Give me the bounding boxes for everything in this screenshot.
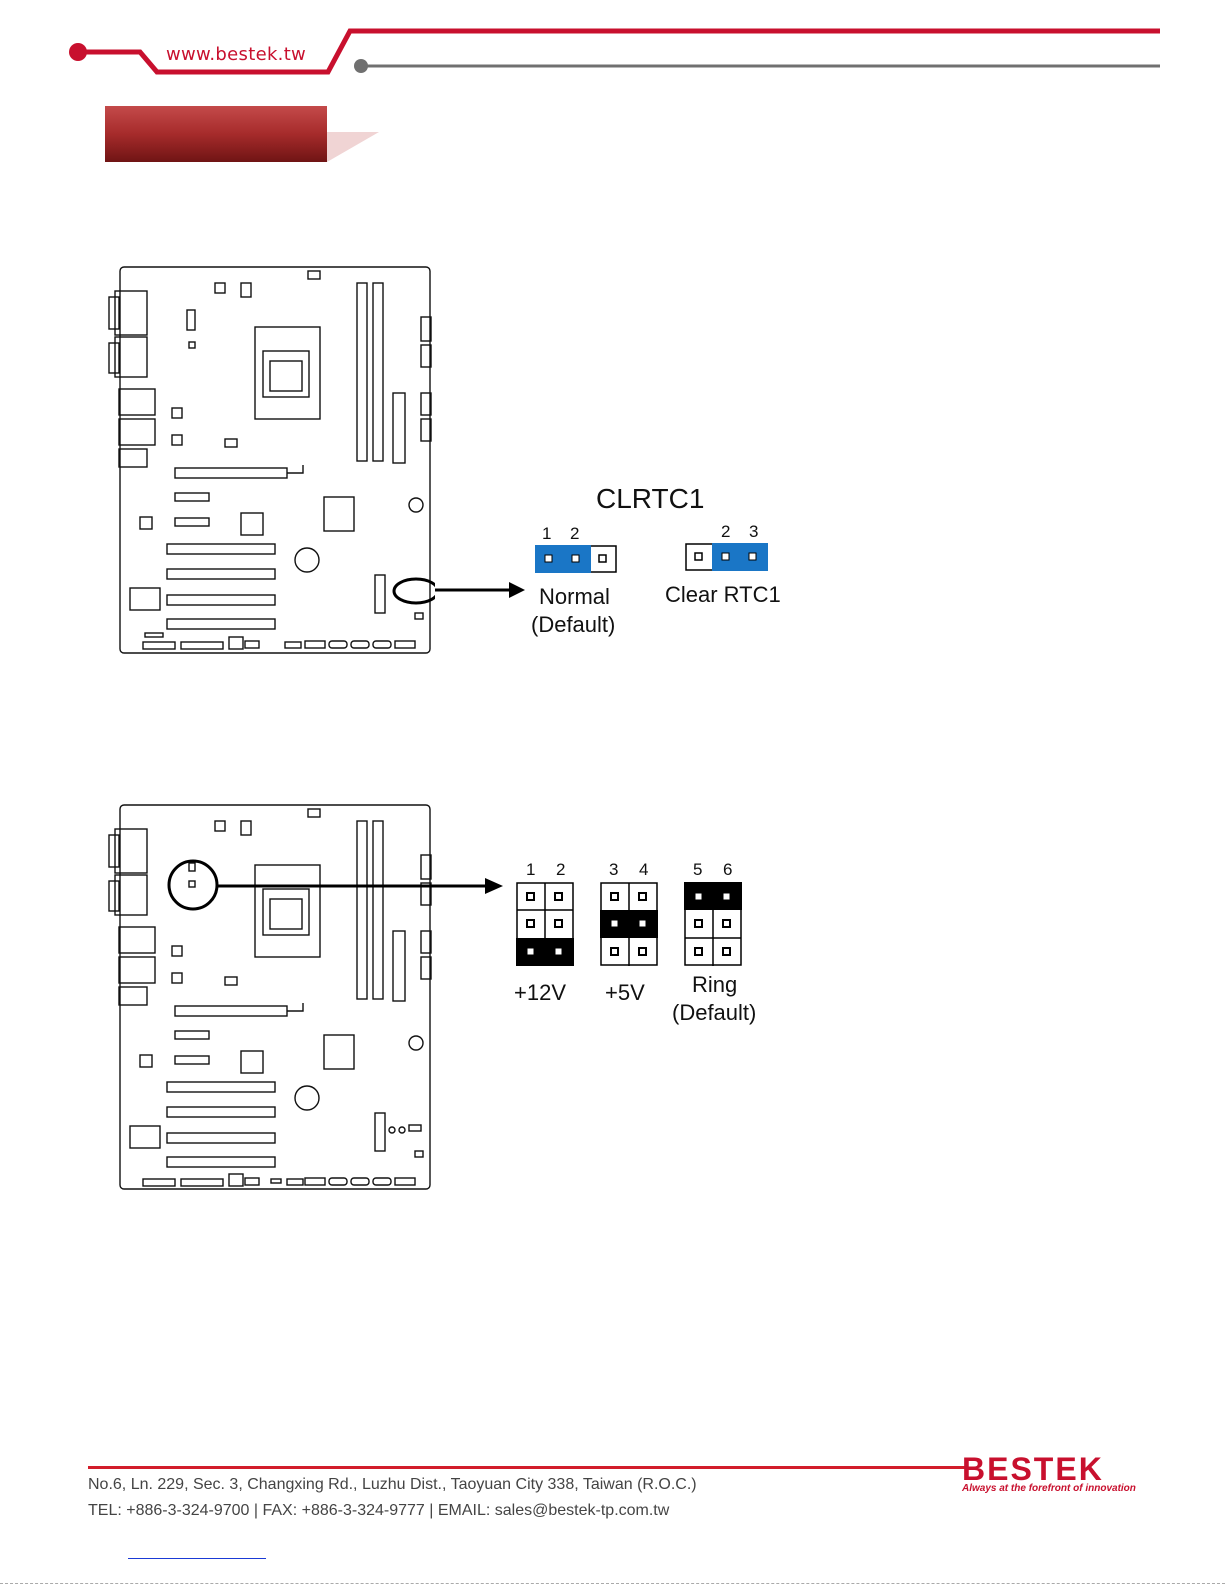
motherboard-diagram-com	[105, 803, 435, 1195]
com-arrow	[217, 874, 505, 898]
clrtc-normal-label: Normal	[539, 584, 610, 610]
header-red-dot-icon	[69, 43, 87, 61]
bestek-logo-icon: BESTEK	[962, 1452, 1140, 1482]
page-bottom-dashed-line	[0, 1583, 1225, 1584]
com-pin-1: 1	[526, 860, 535, 880]
com-option-12v-label: +12V	[514, 980, 566, 1006]
footer-address: No.6, Ln. 229, Sec. 3, Changxing Rd., Lu…	[88, 1476, 697, 1494]
clrtc-clear-label: Clear RTC1	[665, 582, 781, 608]
clrtc-title: CLRTC1	[596, 483, 704, 515]
logo-tagline: Always at the forefront of innovation	[962, 1483, 1136, 1494]
clrtc-normal-default-label: (Default)	[531, 612, 615, 638]
clrtc-clear-pin-3: 3	[749, 522, 758, 542]
com-jumper-ring	[684, 882, 744, 968]
clrtc-normal-jumper	[535, 545, 619, 575]
clrtc-arrow	[435, 578, 527, 602]
com-pin-3: 3	[609, 860, 618, 880]
clrtc-clear-jumper	[685, 543, 769, 573]
com-pin-2: 2	[556, 860, 565, 880]
section-title-bar	[105, 106, 327, 162]
clrtc-highlight-circle	[394, 579, 435, 603]
bottom-link-underline	[128, 1558, 266, 1559]
com-option-5v-label: +5V	[605, 980, 645, 1006]
site-url[interactable]: www.bestek.tw	[166, 44, 306, 65]
com-pin-4: 4	[639, 860, 648, 880]
com-pin-6: 6	[723, 860, 732, 880]
clrtc-clear-pin-2: 2	[721, 522, 730, 542]
section-title-tail	[327, 132, 382, 164]
com-jumper-12v	[516, 882, 576, 968]
com-highlight-circle	[169, 861, 217, 909]
header-grey-dot-icon	[354, 59, 368, 73]
clrtc-normal-pin-2: 2	[570, 524, 579, 544]
bestek-logo-text: BESTEK	[962, 1452, 1104, 1482]
com-pin-5: 5	[693, 860, 702, 880]
footer-divider	[88, 1466, 968, 1469]
clrtc-normal-pin-1: 1	[542, 524, 551, 544]
footer-contact: TEL: +886-3-324-9700 | FAX: +886-3-324-9…	[88, 1502, 669, 1520]
com-jumper-5v	[600, 882, 660, 968]
motherboard-diagram-clrtc	[105, 265, 435, 657]
com-option-ring-default-label: (Default)	[672, 1000, 756, 1026]
com-option-ring-label: Ring	[692, 972, 737, 998]
